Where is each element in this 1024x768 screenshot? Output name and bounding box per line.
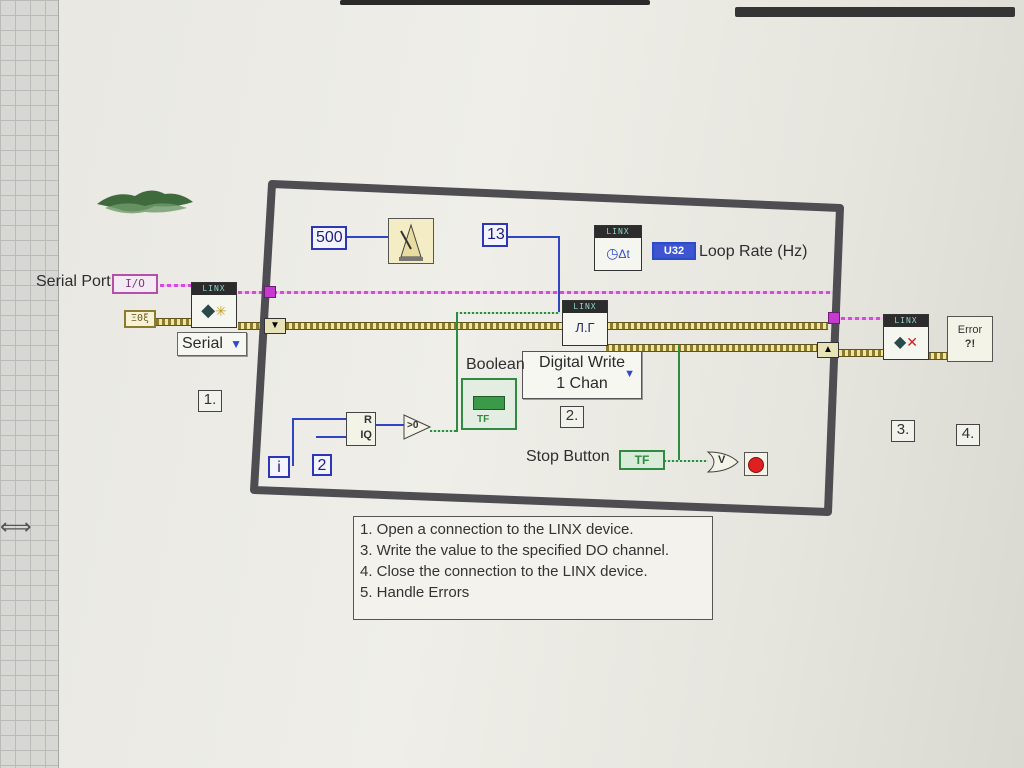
- step-label-1: 1.: [198, 390, 222, 412]
- remainder-wire[interactable]: [376, 424, 406, 426]
- linx-resource-wire[interactable]: [238, 291, 834, 294]
- quotient-remainder-node[interactable]: R IQ: [346, 412, 376, 446]
- iteration-wire-h[interactable]: [292, 418, 348, 420]
- digital-write-selector[interactable]: Digital Write 1 Chan ▼: [522, 351, 642, 399]
- error-in-wire[interactable]: [156, 318, 192, 326]
- or-text: V: [718, 454, 726, 466]
- shift-register-right[interactable]: ▲: [817, 342, 839, 358]
- tunnel-resource-left[interactable]: [264, 286, 276, 298]
- comment-line-4: 5. Handle Errors: [360, 584, 470, 601]
- stop-red-dot: [748, 457, 764, 473]
- serial-port-wire[interactable]: [160, 284, 192, 287]
- compare-text: >0: [407, 420, 419, 431]
- linx-close-icon: ◆✕: [893, 334, 919, 351]
- serial-ring-value: Serial: [182, 335, 223, 352]
- loop-rate-label: Loop Rate (Hz): [699, 243, 808, 260]
- error-wire[interactable]: [238, 322, 828, 330]
- error-wire-lower[interactable]: [606, 344, 828, 352]
- quotient-text: IQ: [360, 429, 372, 441]
- comment-line-3: 4. Close the connection to the LINX devi…: [360, 563, 648, 580]
- wait-ms-wire[interactable]: [345, 236, 389, 238]
- comment-line-2: 3. Write the value to the specified DO c…: [360, 542, 670, 559]
- step-label-3: 3.: [891, 420, 915, 442]
- linx-open-icon: ◆✳: [201, 300, 227, 320]
- boolean-type: TF: [477, 414, 490, 425]
- stop-button-label: Stop Button: [526, 448, 610, 465]
- channel-wire-v[interactable]: [558, 236, 560, 312]
- while-loop-structure[interactable]: [250, 180, 850, 520]
- linx-header: LINX: [563, 301, 607, 313]
- boolean-indicator[interactable]: TF: [461, 378, 517, 430]
- boolean-wire-v[interactable]: [456, 312, 458, 432]
- chevron-down-icon: ▼: [624, 368, 635, 380]
- delta-t-text: Δt: [618, 247, 630, 261]
- diagram-comment[interactable]: 1. Open a connection to the LINX device.…: [353, 516, 713, 620]
- linx-write-icon: Л.Г: [575, 320, 595, 335]
- linx-header: LINX: [595, 226, 641, 238]
- divisor-constant[interactable]: 2: [312, 454, 332, 476]
- channel-wire-h[interactable]: [506, 236, 560, 238]
- linx-open-vi[interactable]: LINX ◆✳: [191, 282, 237, 328]
- linx-header: LINX: [884, 315, 928, 327]
- loop-rate-icon: ◷Δt: [606, 245, 630, 261]
- step-label-4: 4.: [956, 424, 980, 446]
- toolbar-edge: [340, 0, 650, 5]
- iteration-wire-v[interactable]: [292, 418, 294, 466]
- remainder-text: R: [364, 414, 372, 426]
- comment-line-1: 1. Open a connection to the LINX device.: [360, 521, 634, 538]
- serial-port-control[interactable]: I/O: [112, 274, 158, 294]
- chevron-down-icon: ▼: [230, 337, 242, 351]
- palette-grid: [0, 0, 59, 768]
- error-handler-icon[interactable]: Error ?!: [947, 316, 993, 362]
- step-label-2: 2.: [560, 406, 584, 428]
- error-wire-handler[interactable]: [928, 352, 950, 360]
- divisor-wire[interactable]: [316, 436, 348, 438]
- loop-rate-vi[interactable]: LINX ◷Δt: [594, 225, 642, 271]
- linx-resource-wire-out[interactable]: [834, 317, 884, 320]
- linx-close-vi[interactable]: LINX ◆✕: [883, 314, 929, 360]
- error-symbol: ?!: [964, 338, 976, 350]
- shift-register-left[interactable]: ▼: [264, 318, 286, 334]
- serial-ring-selector[interactable]: Serial ▼: [177, 332, 247, 356]
- channel-constant[interactable]: 13: [482, 223, 508, 247]
- stop-button-control[interactable]: TF: [619, 450, 665, 470]
- or-gate[interactable]: V: [706, 450, 740, 474]
- serial-port-label: Serial Port: [36, 273, 111, 290]
- boolean-label: Boolean: [466, 356, 525, 373]
- tunnel-resource-right[interactable]: [828, 312, 840, 324]
- loop-rate-indicator[interactable]: U32: [652, 242, 696, 260]
- error-in-cluster[interactable]: Ξ0ξ: [124, 310, 156, 328]
- linx-digital-write-vi[interactable]: LINX Л.Г: [562, 300, 608, 346]
- grass-decoration: [97, 190, 193, 214]
- boolean-wire-h[interactable]: [456, 312, 560, 314]
- stop-condition-icon[interactable]: [744, 452, 768, 476]
- compare-wire[interactable]: [430, 430, 458, 432]
- metronome-icon[interactable]: [388, 218, 434, 264]
- resize-arrow-icon: ⟺: [0, 514, 32, 539]
- stop-wire[interactable]: [664, 460, 708, 462]
- greater-than-zero-node[interactable]: >0: [403, 414, 432, 440]
- linx-header: LINX: [192, 283, 236, 295]
- wait-ms-constant[interactable]: 500: [311, 226, 347, 250]
- toolbar-edge-right: [735, 7, 1015, 17]
- error-status-wire[interactable]: [678, 346, 680, 460]
- boolean-led: [473, 396, 505, 410]
- iteration-terminal[interactable]: i: [268, 456, 290, 478]
- digital-write-line2: 1 Chan: [556, 375, 608, 392]
- error-wire-out[interactable]: [836, 349, 884, 357]
- error-text: Error: [957, 324, 983, 336]
- digital-write-line1: Digital Write: [539, 354, 625, 371]
